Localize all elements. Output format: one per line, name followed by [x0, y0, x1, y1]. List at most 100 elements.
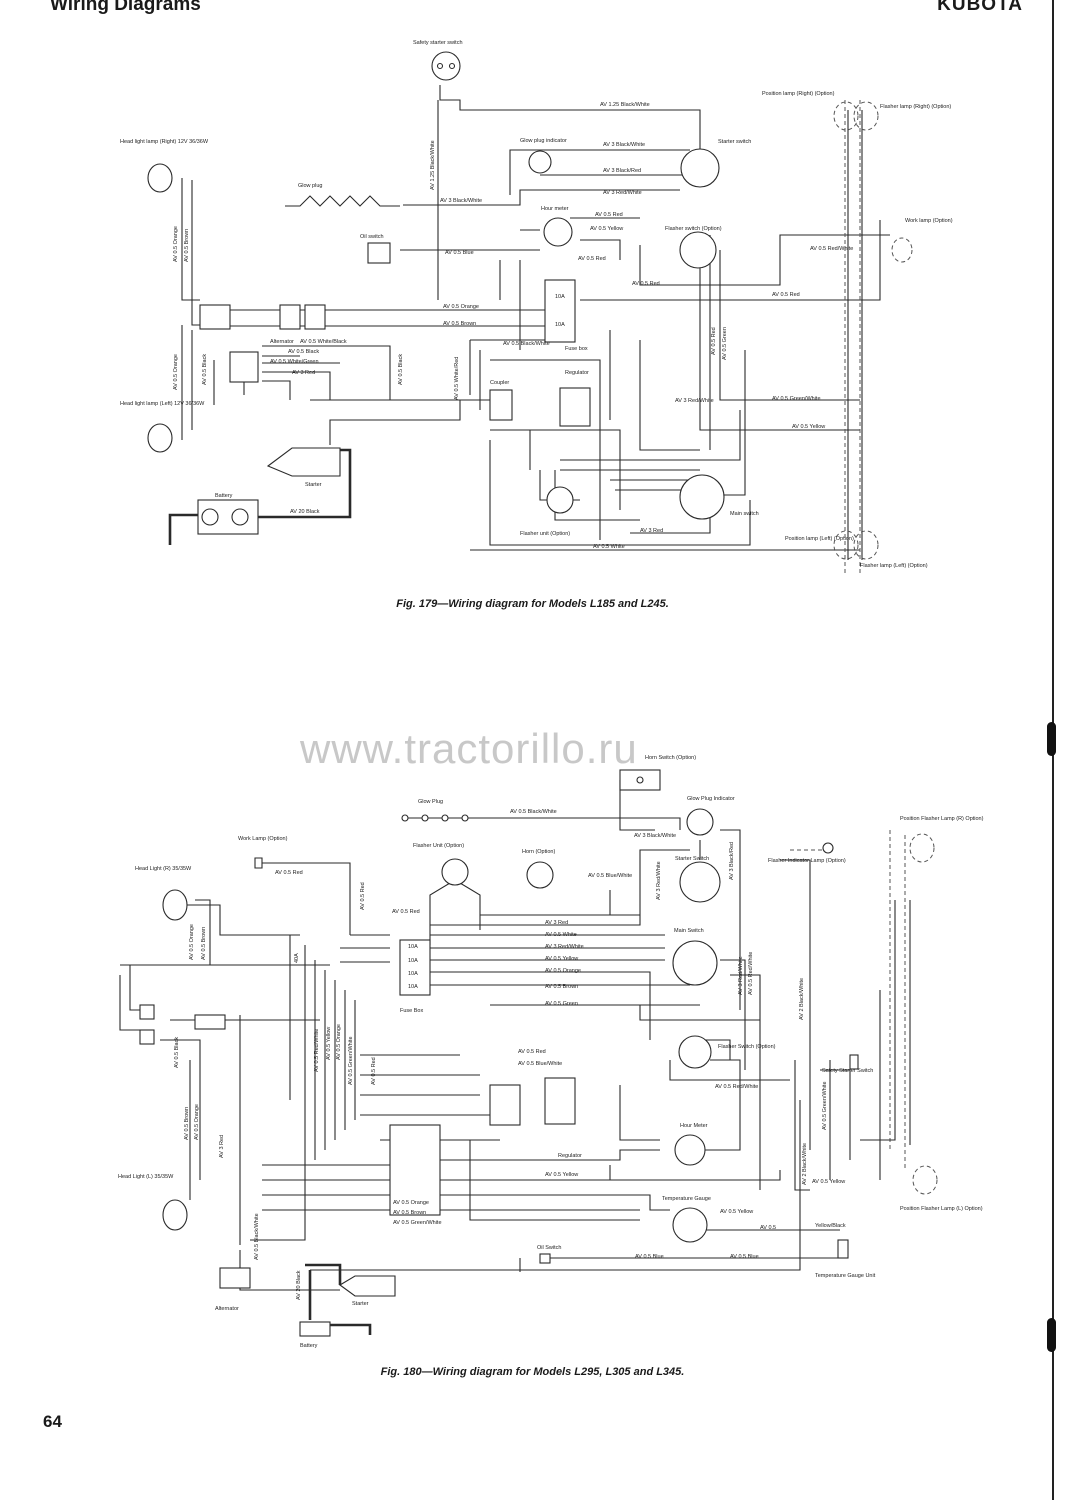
wire-label: AV 0.5 Green/White: [348, 1036, 354, 1085]
wire-label: AV 0.5 Black/White: [503, 341, 550, 347]
flasher-switch: [679, 231, 717, 269]
wire-label: AV 2 Black/White: [799, 978, 805, 1020]
flasher-lamp-left: [853, 530, 879, 560]
coupler-bundle: [389, 1124, 441, 1216]
label-flasher-unit: Flasher unit (Option): [520, 531, 570, 537]
battery: [299, 1321, 331, 1337]
wire-label: AV 0.5 Orange: [545, 968, 581, 974]
fuse-box: [544, 279, 576, 343]
label-glow-plug-indicator: Glow plug indicator: [520, 138, 567, 144]
label-hour-meter: Hour Meter: [680, 1123, 708, 1129]
safety-starter-switch: [849, 1054, 859, 1070]
wire-label: AV 0.5 Orange: [194, 1104, 200, 1140]
figure-caption-180: Fig. 180—Wiring diagram for Models L295,…: [380, 1366, 685, 1378]
label-headlight-left: Head Light (L) 35/35W: [118, 1174, 174, 1180]
wire-label: AV 0.5 Brown: [184, 229, 190, 262]
figure-caption-179: Fig. 179—Wiring diagram for Models L185 …: [396, 598, 669, 610]
flasher-lamp-right: [853, 101, 879, 131]
wire-label: AV 0.5 Red: [392, 909, 420, 915]
temperature-gauge-unit: [837, 1239, 849, 1259]
label-position-lamp-right: Position lamp (Right) (Option): [762, 91, 835, 97]
fig179-component-labels: Safety starter switch Head light lamp (R…: [120, 40, 953, 569]
label-flasher-indicator-lamp: Flasher Indicator Lamp (Option): [768, 858, 846, 864]
label-headlight-right: Head light lamp (Right) 12V 36/36W: [120, 139, 209, 145]
wire-label: AV 3 Red: [219, 1135, 225, 1158]
connector: [139, 1004, 155, 1020]
wire-label: AV 3 Black/White: [603, 142, 645, 148]
wire-label: AV 3 Red/White: [675, 398, 714, 404]
starter-switch: [679, 861, 721, 903]
wire-label: AV 3 Red: [292, 370, 315, 376]
glow-plug: [401, 814, 469, 822]
connector: [489, 1084, 521, 1126]
label-flasher-lamp-right: Flasher lamp (Right) (Option): [880, 104, 951, 110]
label-regulator: Regulator: [558, 1153, 582, 1159]
wire-label: AV 0.5 Red: [371, 1057, 377, 1085]
fig179-components: [147, 51, 913, 560]
wire-label: AV 1.25 Black/White: [600, 102, 650, 108]
wire-label: AV 0.5: [760, 1225, 776, 1231]
label-flasher-switch: Flasher Switch (Option): [718, 1044, 776, 1050]
wire-label: AV 0.5 White/Red: [454, 357, 460, 400]
wire-label: AV 0.5 Brown: [443, 321, 476, 327]
wire-label: AV 0.5 Yellow: [792, 424, 825, 430]
wire-label: AV 0.5 Green/White: [393, 1220, 442, 1226]
connector: [304, 304, 326, 330]
wire-label: AV 0.5 Red/White: [314, 1029, 320, 1072]
label-position-flasher-right: Position Flasher Lamp (R) Option): [900, 816, 984, 822]
label-starter-switch: Starter switch: [718, 139, 751, 145]
label-regulator: Regulator: [565, 370, 589, 376]
wire-label: AV 0.5 Yellow: [812, 1179, 845, 1185]
watermark: www.tractorillo.ru: [300, 725, 638, 772]
position-flasher-right: [909, 833, 935, 863]
fig180-components: [139, 769, 938, 1337]
horn: [526, 861, 554, 889]
label-main-switch: Main switch: [730, 511, 759, 517]
position-lamp-left: [833, 530, 859, 560]
wire-label: AV 0.5 Brown: [184, 1107, 190, 1140]
wire-label: AV 0.5 Red: [595, 212, 623, 218]
regulator: [559, 387, 591, 427]
label-fuse: 10A: [555, 294, 565, 300]
wire-label: AV 0.5 Yellow: [590, 226, 623, 232]
fig180-wire-labels: AV 0.5 Black/White AV 0.5 Red AV 0.5 Red…: [174, 809, 846, 1300]
oil-switch: [539, 1253, 551, 1264]
label-horn: Horn (Option): [522, 849, 555, 855]
starter: [339, 1275, 396, 1297]
wire-label: AV 0.5 Blue: [730, 1254, 759, 1260]
main-switch: [672, 940, 718, 986]
label-safety-starter-switch: Safety Starter Switch: [822, 1068, 873, 1074]
wire-label: AV 0.5 Red/White: [810, 246, 853, 252]
flasher-unit: [441, 858, 469, 886]
label-battery: Battery: [215, 493, 233, 499]
wire-label: AV 3 Red/White: [603, 190, 642, 196]
wire-label: AV 0.5 Brown: [545, 984, 578, 990]
wire-label: AV 0.5 Brown: [201, 927, 207, 960]
label-fuse: 10A: [408, 971, 418, 977]
starter-switch: [680, 148, 720, 188]
connector: [139, 1029, 155, 1045]
punch-hole: [1047, 1318, 1056, 1352]
wire-label: AV 0.5 White: [593, 544, 625, 550]
alternator: [229, 351, 259, 383]
connector: [279, 304, 301, 330]
wire-label: AV 0.5 Brown: [393, 1210, 426, 1216]
label-coupler: Coupler: [490, 380, 509, 386]
page-number: 64: [43, 1412, 62, 1431]
label-work-lamp: Work Lamp (Option): [238, 836, 288, 842]
label-oil-switch: Oil switch: [360, 234, 384, 240]
label-hour-meter: Hour meter: [541, 206, 569, 212]
wire-label: AV 0.5 White/Green: [270, 359, 319, 365]
temperature-gauge: [672, 1207, 708, 1243]
wire-label: AV 0.5 Black/White: [510, 809, 557, 815]
label-alternator: Alternator: [270, 339, 294, 345]
wire-label: AV 0.5 Blue/White: [518, 1061, 562, 1067]
wire-label: AV 0.5 Red/White: [748, 952, 754, 995]
wire-label: AV 0.5 Black: [288, 349, 319, 355]
wire-label: AV 0.5 Green: [722, 327, 728, 360]
label-temperature-gauge-unit: Temperature Gauge Unit: [815, 1273, 876, 1279]
wire-label: AV 0.5 Black: [398, 354, 404, 385]
alternator: [219, 1267, 251, 1289]
